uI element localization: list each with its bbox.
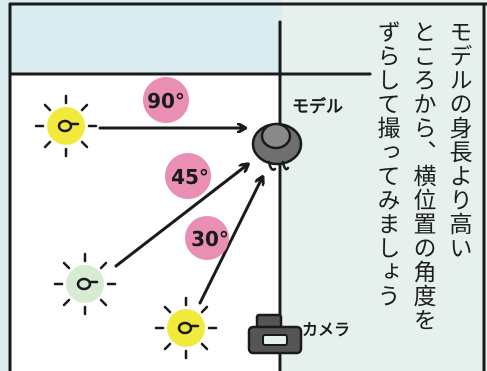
caption-line-2: ところから、横位置の角度を: [409, 20, 435, 332]
arrow-icon-45: [114, 165, 247, 268]
sun-icon-90: [34, 94, 98, 158]
angle-badge-90: 90°: [143, 77, 189, 123]
model-icon: [251, 122, 303, 171]
model-label: モデル: [292, 96, 343, 117]
angle-badge-45: 45°: [165, 153, 211, 199]
camera-icon: [247, 313, 303, 355]
frame-lines: [8, 2, 487, 371]
angle-label-30: 30°: [191, 227, 229, 251]
caption-line-3: ずらして撮ってみましょう: [373, 20, 399, 308]
angle-label-45: 45°: [171, 165, 209, 189]
sun-icon-45: [53, 252, 117, 316]
arrow-icon-30: [198, 178, 262, 305]
background-right: [282, 0, 487, 371]
caption-line-1: モデルの身長より高い: [445, 20, 471, 260]
light-arrows: [98, 128, 262, 305]
angle-label-90: 90°: [147, 89, 185, 113]
angle-badge-30: 30°: [185, 216, 229, 260]
sun-icon-30: [154, 296, 218, 360]
camera-label: カメラ: [302, 320, 350, 339]
